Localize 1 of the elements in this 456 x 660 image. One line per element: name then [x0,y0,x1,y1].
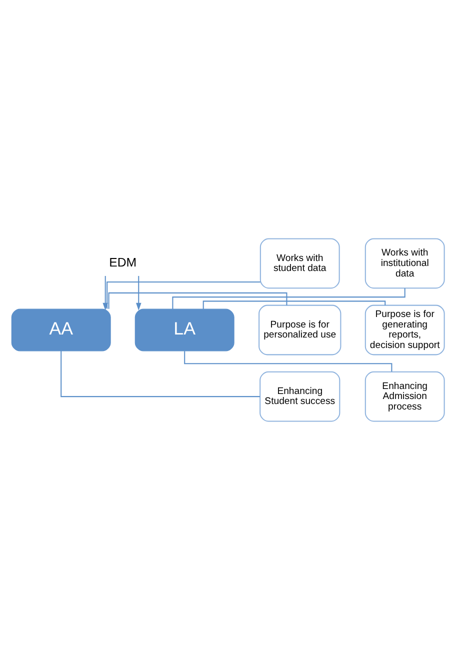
node-text: EDM [109,255,137,270]
